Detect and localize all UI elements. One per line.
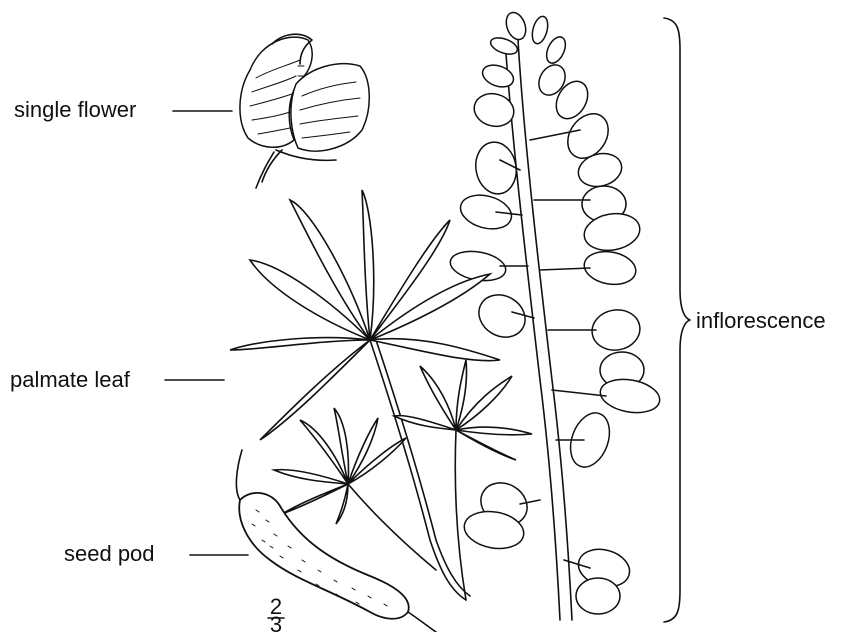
inflorescence-brace: [664, 18, 690, 622]
label-palmate-leaf: palmate leaf: [10, 367, 131, 392]
label-seed-pod: seed pod: [64, 541, 155, 566]
label-inflorescence: inflorescence: [696, 308, 826, 333]
scale-denominator: 3: [270, 612, 282, 632]
inflorescence-drawing: [448, 10, 662, 620]
single-flower-drawing: [240, 34, 369, 188]
seed-pod-drawing: [236, 450, 436, 632]
label-single-flower: single flower: [14, 97, 136, 122]
